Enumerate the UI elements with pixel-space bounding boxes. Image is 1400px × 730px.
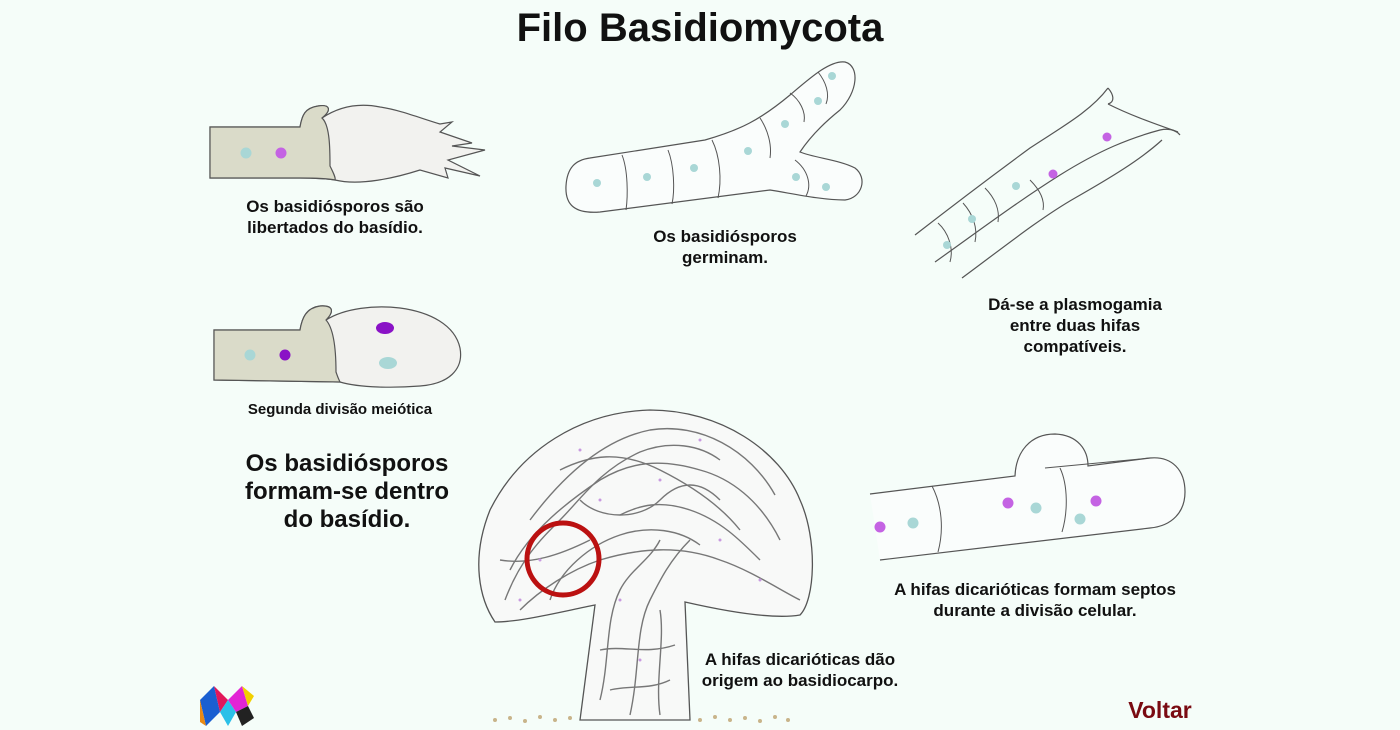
germinating-hypha-illustration — [565, 61, 863, 213]
caption-plasmogamy: Dá-se a plasmogamia entre duas hifas com… — [988, 295, 1162, 356]
highlight-ring — [524, 520, 602, 598]
septa-hypha-illustration — [869, 433, 1186, 561]
caption-second-meiotic-division: Segunda divisão meiótica — [247, 401, 433, 418]
caption-septa-formation: A hifas dicarióticas formam septos duran… — [894, 580, 1176, 620]
plasmogamy-illustration — [914, 87, 1181, 279]
caption-basidiospores-released: Os basidiósporos são libertados do basíd… — [246, 197, 424, 237]
page-title: Filo Basidiomycota — [516, 6, 884, 50]
caption-basidiospores-germinate: Os basidiósporos germinam. — [653, 227, 797, 267]
caption-basidiocarp: A hifas dicarióticas dão origem ao basid… — [701, 650, 899, 690]
basidium-meiosis-illustration — [213, 305, 462, 388]
nucleus-purple — [275, 147, 287, 159]
back-button[interactable]: Voltar — [1128, 697, 1192, 723]
nucleus-teal — [240, 147, 252, 159]
logo-icon — [200, 686, 254, 726]
basidium-release-illustration — [209, 104, 486, 183]
basidiocarp-illustration — [478, 409, 814, 723]
caption-basidiospores-form: Os basidiósporos formam-se dentro do bas… — [244, 450, 450, 533]
